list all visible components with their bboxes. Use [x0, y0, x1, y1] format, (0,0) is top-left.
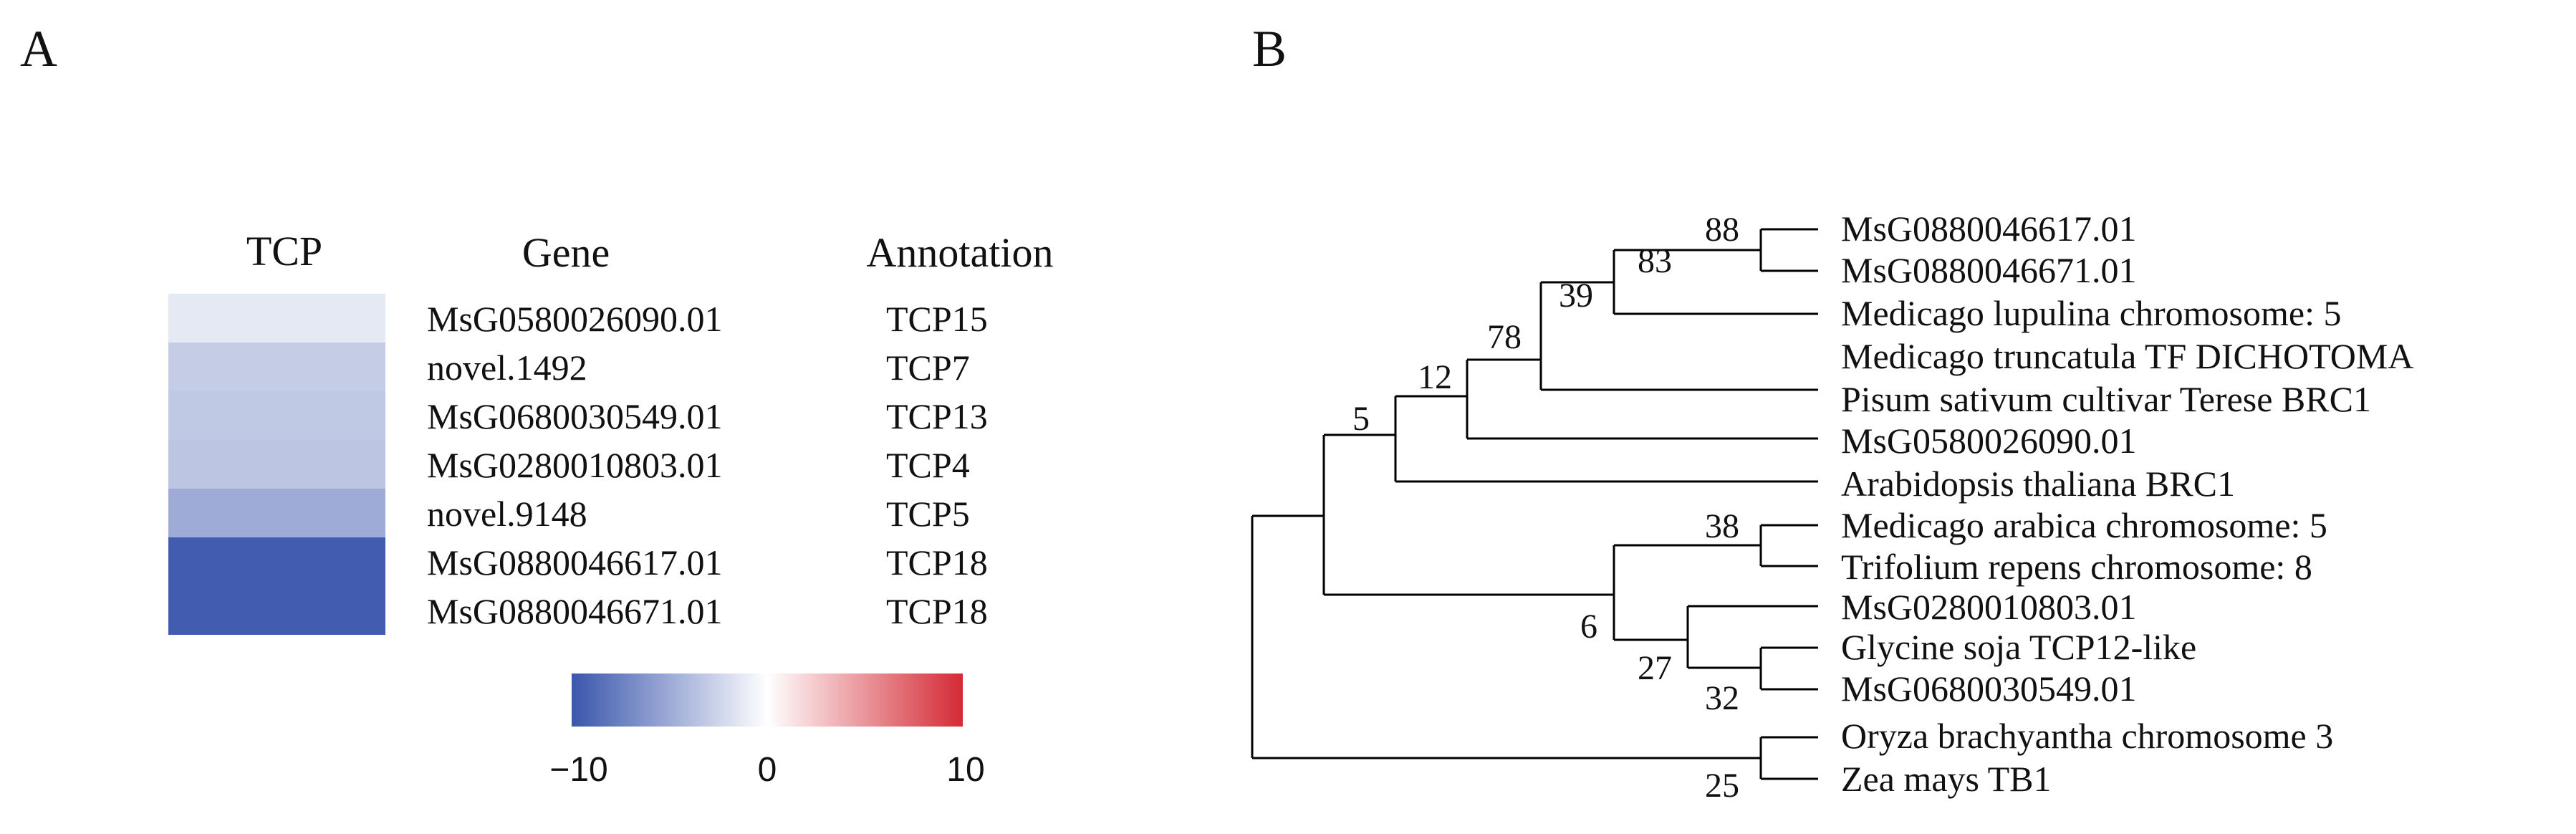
tree-leaf-label: Glycine soja TCP12-like	[1841, 627, 2196, 667]
annotation-label: TCP18	[886, 542, 988, 583]
annotation-label: TCP18	[886, 591, 988, 631]
gene-label: novel.1492	[427, 348, 587, 388]
color-scale-tick-mid: 0	[758, 751, 777, 789]
gene-label: MsG0280010803.01	[427, 445, 723, 485]
bootstrap-value: 6	[1580, 608, 1597, 646]
gene-label: MsG0880046617.01	[427, 542, 723, 583]
bootstrap-value: 88	[1705, 211, 1739, 249]
annotation-label: TCP5	[886, 494, 970, 534]
annotation-label: TCP13	[886, 396, 988, 436]
bootstrap-value: 39	[1559, 277, 1593, 315]
color-scale-tick-min: −10	[549, 751, 607, 789]
color-scale: −10 0 10	[549, 674, 985, 789]
tree-leaf-label: MsG0580026090.01	[1841, 421, 2137, 461]
tree-leaf-label: MsG0280010803.01	[1841, 587, 2137, 627]
heatmap-cell	[168, 294, 385, 342]
tree-branches	[1251, 228, 1818, 780]
gene-label: MsG0880046671.01	[427, 591, 723, 631]
bootstrap-value: 25	[1705, 767, 1739, 805]
gene-labels: MsG0580026090.01 novel.1492 MsG068003054…	[427, 299, 723, 631]
tree-leaf-label: Oryza brachyantha chromosome 3	[1841, 716, 2333, 756]
tree-leaf-label: Medicago lupulina chromosome: 5	[1841, 293, 2341, 333]
tree-leaf-label: Medicago arabica chromosome: 5	[1841, 505, 2327, 545]
bootstrap-value: 5	[1352, 400, 1370, 438]
tree-leaf-label: Pisum sativum cultivar Terese BRC1	[1841, 379, 2371, 419]
bootstrap-value: 38	[1705, 507, 1739, 545]
color-scale-bar	[572, 674, 963, 727]
heatmap-column-header: TCP	[246, 228, 322, 274]
bootstrap-value: 78	[1487, 318, 1522, 356]
gene-label: MsG0680030549.01	[427, 396, 723, 436]
tree-leaf-label: MsG0880046671.01	[1841, 250, 2137, 290]
tree-leaf-label: MsG0880046617.01	[1841, 208, 2137, 249]
annotation-labels: TCP15 TCP7 TCP13 TCP4 TCP5 TCP18 TCP18	[886, 299, 988, 631]
bootstrap-value: 27	[1638, 649, 1672, 687]
heatmap-cell	[168, 586, 385, 635]
annotation-label: TCP4	[886, 445, 970, 485]
panel-b: B	[1251, 20, 2413, 805]
gene-column-header: Gene	[522, 229, 610, 276]
tree-leaf-label: Arabidopsis thaliana BRC1	[1841, 464, 2235, 504]
gene-label: novel.9148	[427, 494, 587, 534]
heatmap-cell	[168, 391, 385, 440]
tree-leaf-label: Medicago truncatula TF DICHOTOMA	[1841, 336, 2413, 376]
bootstrap-value: 83	[1638, 242, 1672, 280]
annotation-label: TCP15	[886, 299, 988, 339]
tree-leaf-label: MsG0680030549.01	[1841, 668, 2137, 709]
annotation-label: TCP7	[886, 348, 970, 388]
heatmap-cell	[168, 342, 385, 391]
heatmap	[168, 294, 385, 635]
heatmap-cell	[168, 537, 385, 586]
tree-leaf-label: Trifolium repens chromosome: 8	[1841, 547, 2312, 587]
bootstrap-value: 32	[1705, 679, 1739, 717]
heatmap-cell	[168, 440, 385, 489]
tree-leaf-label: Zea mays TB1	[1841, 759, 2051, 799]
bootstrap-value: 12	[1418, 358, 1452, 396]
annotation-column-header: Annotation	[867, 229, 1054, 276]
panel-a: A TCP Gene Annotation MsG0580026090.01 n…	[20, 20, 1053, 789]
panel-a-label: A	[20, 20, 57, 77]
heatmap-cell	[168, 489, 385, 537]
color-scale-tick-max: 10	[946, 751, 984, 789]
tree-leaf-labels: MsG0880046617.01 MsG0880046671.01 Medica…	[1841, 208, 2413, 799]
panel-b-label: B	[1252, 20, 1287, 77]
gene-label: MsG0580026090.01	[427, 299, 723, 339]
tree-bootstrap-values: 88 83 39 78 12 5 38 6 27 32 25	[1352, 211, 1739, 805]
